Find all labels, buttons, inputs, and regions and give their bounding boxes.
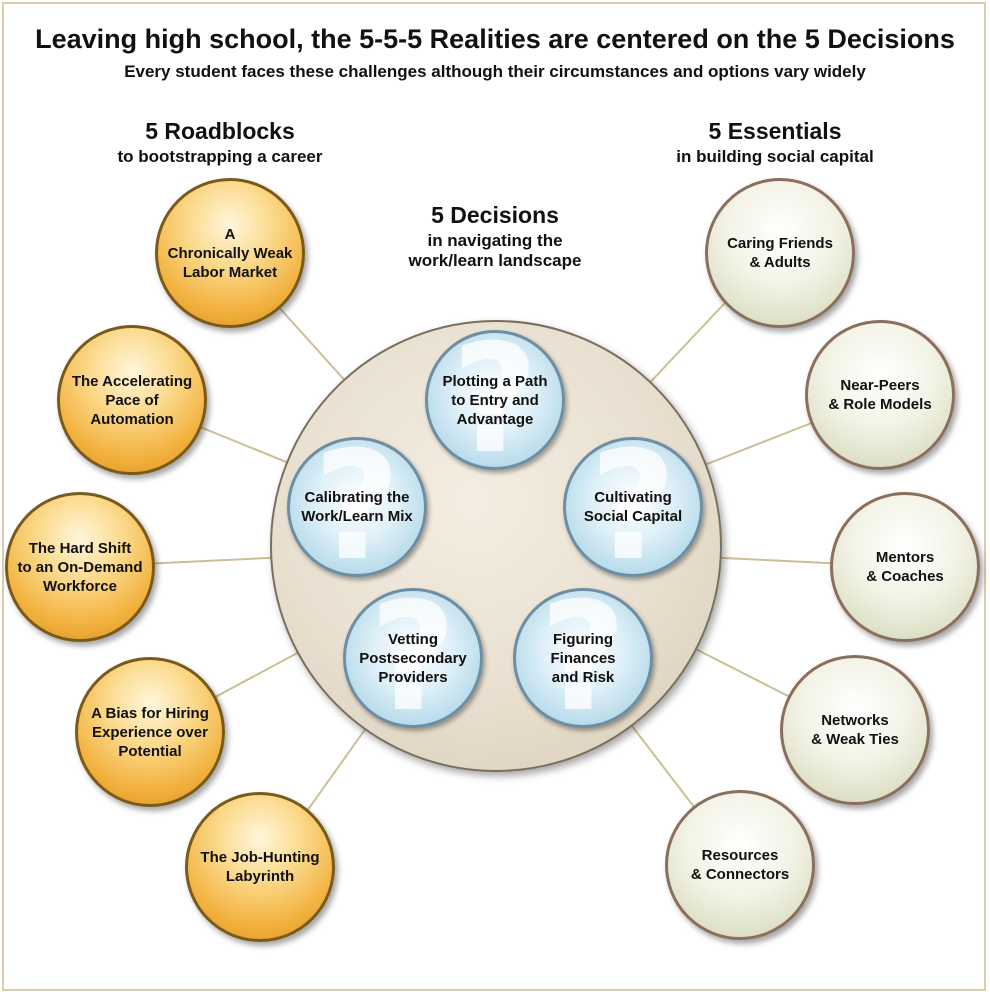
question-mark-icon: ? bbox=[539, 588, 627, 728]
question-mark-icon: ? bbox=[369, 588, 457, 728]
decision-circle: ? Cultivating Social Capital bbox=[563, 437, 703, 577]
essentials-subtitle: in building social capital bbox=[676, 147, 874, 166]
roadblock-circle: The Job-Hunting Labyrinth bbox=[185, 792, 335, 942]
decision-label: Vetting Postsecondary Providers bbox=[359, 630, 467, 686]
roadblock-label: A Bias for Hiring Experience over Potent… bbox=[91, 704, 209, 760]
question-mark-icon: ? bbox=[589, 437, 677, 577]
essentials-heading: 5 Essentials in building social capital bbox=[655, 118, 895, 167]
essential-label: Near-Peers & Role Models bbox=[828, 377, 932, 413]
roadblock-label: The Job-Hunting Labyrinth bbox=[200, 849, 320, 885]
roadblocks-title: 5 Roadblocks bbox=[145, 118, 295, 144]
decision-label: Plotting a Path to Entry and Advantage bbox=[442, 372, 548, 428]
roadblock-circle: A Bias for Hiring Experience over Potent… bbox=[75, 657, 225, 807]
decision-circle: ? Vetting Postsecondary Providers bbox=[343, 588, 483, 728]
roadblock-label: The Accelerating Pace of Automation bbox=[71, 372, 193, 428]
essential-circle: Networks & Weak Ties bbox=[780, 655, 930, 805]
essential-label: Networks & Weak Ties bbox=[811, 712, 899, 748]
decisions-heading: 5 Decisions in navigating the work/learn… bbox=[385, 202, 605, 271]
essential-circle: Near-Peers & Role Models bbox=[805, 320, 955, 470]
roadblock-circle: A Chronically Weak Labor Market bbox=[155, 178, 305, 328]
decision-circle: ? Plotting a Path to Entry and Advantage bbox=[425, 330, 565, 470]
essential-circle: Caring Friends & Adults bbox=[705, 178, 855, 328]
diagram-subtitle: Every student faces these challenges alt… bbox=[124, 62, 866, 81]
essential-label: Caring Friends & Adults bbox=[727, 235, 833, 271]
essentials-title: 5 Essentials bbox=[708, 118, 842, 144]
decision-label: Cultivating Social Capital bbox=[583, 489, 683, 525]
decision-circle: ? Figuring Finances and Risk bbox=[513, 588, 653, 728]
roadblocks-subtitle: to bootstrapping a career bbox=[117, 147, 323, 166]
question-mark-icon: ? bbox=[313, 437, 401, 577]
decision-label: Calibrating the Work/Learn Mix bbox=[301, 489, 413, 525]
essential-label: Resources & Connectors bbox=[690, 847, 790, 883]
essential-circle: Mentors & Coaches bbox=[830, 492, 980, 642]
roadblock-label: The Hard Shift to an On-Demand Workforce bbox=[17, 539, 143, 595]
decisions-title: 5 Decisions bbox=[431, 202, 559, 228]
decision-label: Figuring Finances and Risk bbox=[550, 630, 616, 686]
diagram-title: Leaving high school, the 5-5-5 Realities… bbox=[35, 24, 955, 54]
decision-circle: ? Calibrating the Work/Learn Mix bbox=[287, 437, 427, 577]
roadblock-circle: The Hard Shift to an On-Demand Workforce bbox=[5, 492, 155, 642]
question-mark-icon: ? bbox=[451, 330, 539, 470]
roadblock-label: A Chronically Weak Labor Market bbox=[167, 225, 293, 281]
decisions-subtitle: in navigating the work/learn landscape bbox=[408, 231, 582, 270]
roadblock-circle: The Accelerating Pace of Automation bbox=[57, 325, 207, 475]
essential-circle: Resources & Connectors bbox=[665, 790, 815, 940]
roadblocks-heading: 5 Roadblocks to bootstrapping a career bbox=[105, 118, 335, 167]
essential-label: Mentors & Coaches bbox=[866, 549, 944, 585]
